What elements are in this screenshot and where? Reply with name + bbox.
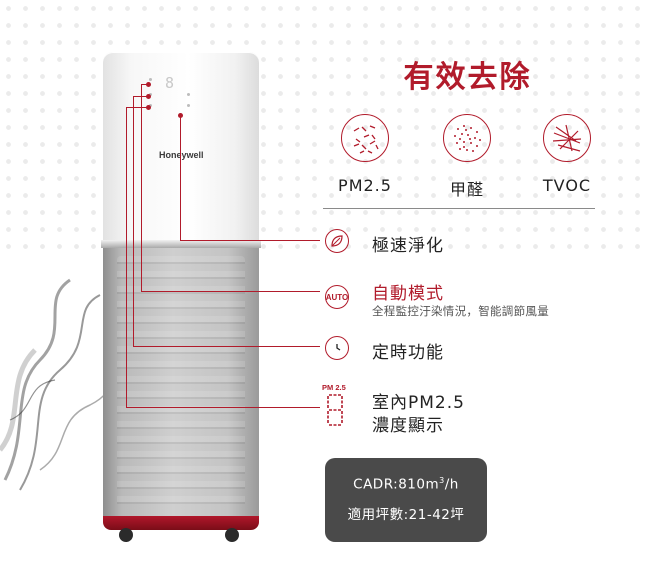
pollutant-label: TVOC (542, 176, 592, 195)
feature-title-pm25-display-line2: 濃度顯示 (372, 416, 444, 436)
callout-line (180, 116, 181, 241)
purifier-body (103, 248, 259, 518)
segment-display-icon-label: PM 2.5 (322, 383, 346, 392)
callout-line (141, 291, 320, 292)
pollutant-label: 甲醛 (449, 180, 484, 199)
brand-logo: Honeywell (159, 150, 204, 160)
feature-title-fast-purify: 極速淨化 (372, 236, 444, 256)
purifier-display-readout: 8 (165, 74, 176, 92)
purifier-chrome-band (101, 240, 261, 248)
callout-line (141, 84, 142, 292)
pm25-particles-icon (341, 114, 389, 162)
callout-line (180, 240, 320, 241)
feature-subtitle-auto-mode: 全程監控汙染情況，智能調節風量 (372, 304, 549, 318)
purifier-wheel (119, 528, 133, 542)
cadr-unit-suffix: /h (444, 476, 459, 493)
tvoc-strands-icon (543, 114, 591, 162)
auto-mode-icon-label: AUTO (325, 292, 349, 302)
callout-line (141, 84, 147, 85)
cadr-value: CADR:810m (353, 476, 440, 493)
air-purifier-product: 8 Honeywell (97, 52, 265, 542)
purifier-indicator-led (187, 93, 190, 96)
pollutant-label: PM2.5 (338, 176, 392, 195)
callout-dot (178, 113, 183, 118)
purifier-indicator-led (149, 78, 152, 81)
spec-box: CADR:810m3/h 適用坪數:21-42坪 (325, 458, 487, 542)
section-divider (323, 208, 595, 209)
pollutant-tvoc: TVOC (522, 114, 612, 195)
pollutant-pm25: PM2.5 (320, 114, 410, 195)
feature-title-pm25-display-line1: 室內PM2.5 (372, 393, 465, 413)
callout-dot (146, 94, 151, 99)
clock-icon (325, 336, 349, 360)
feature-title-timer: 定時功能 (372, 343, 444, 363)
purifier-top-panel (103, 52, 259, 242)
callout-line (126, 107, 147, 108)
purifier-grille (117, 256, 245, 510)
purifier-wheel (225, 528, 239, 542)
feature-title-auto-mode: 自動模式 (372, 284, 444, 304)
smoke-decoration (0, 278, 131, 491)
callout-dot (146, 82, 151, 87)
callout-line (133, 96, 147, 97)
coverage-spec: 適用坪數:21-42坪 (347, 506, 465, 523)
cadr-spec: CADR:810m3/h (325, 476, 487, 493)
auto-mode-icon: AUTO (325, 285, 349, 309)
cadr-unit-superscript: 3 (439, 476, 445, 485)
purifier-red-base (103, 516, 259, 530)
callout-dot (146, 105, 151, 110)
callout-line (133, 96, 134, 347)
leaf-icon (325, 229, 349, 253)
pollutant-formaldehyde: 甲醛 (422, 114, 512, 200)
callout-line (126, 407, 320, 408)
purifier-indicator-led (187, 104, 190, 107)
segment-display-icon (327, 394, 343, 426)
callout-line (126, 107, 127, 408)
formaldehyde-dots-icon (443, 114, 491, 162)
section-heading: 有效去除 (403, 60, 532, 95)
callout-line (133, 346, 320, 347)
